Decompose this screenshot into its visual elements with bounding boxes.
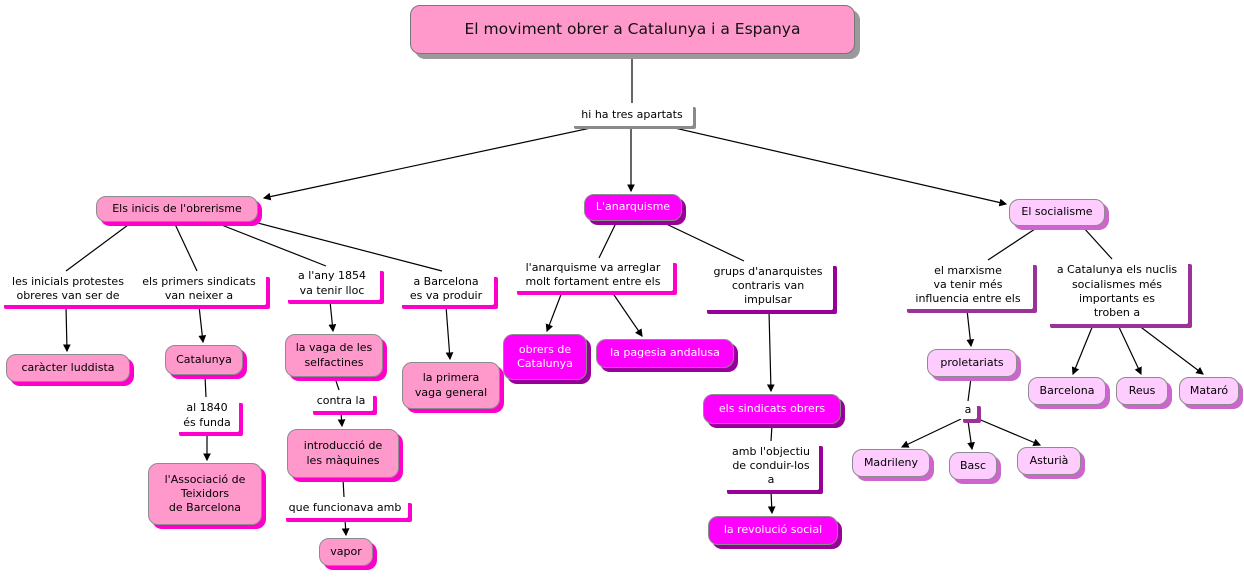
node-sindicats-obrers[interactable]: els sindicats obrers [703, 394, 841, 424]
node-vaga-selfactines[interactable]: la vaga de les selfactines [285, 334, 383, 377]
link [62, 305, 71, 353]
connector-objectiu[interactable]: amb l'objectiu de conduir-los a [723, 442, 819, 490]
node-caracter-luddista[interactable]: caràcter luddista [6, 354, 130, 382]
link [198, 305, 207, 344]
link [611, 291, 643, 337]
link [1117, 324, 1142, 376]
node-mataro[interactable]: Mataró [1179, 377, 1239, 405]
node-inicis-obrerisme[interactable]: Els inicis de l'obrerisme [96, 196, 258, 222]
node-vapor[interactable]: vapor [319, 538, 373, 566]
connector-contra-la[interactable]: contra la [309, 392, 373, 411]
link [328, 300, 337, 333]
link [770, 424, 773, 442]
link [1137, 324, 1204, 375]
node-socialisme[interactable]: El socialisme [1009, 199, 1105, 226]
map-title-node[interactable]: El moviment obrer a Catalunya i a Espany… [410, 5, 855, 54]
link [334, 377, 340, 391]
link [204, 375, 207, 398]
link [337, 411, 346, 428]
link [659, 220, 745, 262]
node-obrers-catalunya[interactable]: obrers de Catalunya [503, 334, 587, 380]
link [213, 221, 327, 267]
links-root [262, 54, 1008, 207]
connector-al-1840[interactable]: al 1840 és funda [175, 399, 239, 432]
node-madrileny[interactable]: Madrileny [852, 449, 930, 477]
link [1071, 324, 1094, 376]
connector-primers-sindicats[interactable]: els primers sindicats van neixer a [132, 273, 266, 305]
link [341, 518, 350, 537]
link [249, 220, 443, 272]
connector-nuclis-catalunya[interactable]: a Catalunya els nuclis socialismes més i… [1046, 260, 1188, 324]
node-basc[interactable]: Basc [949, 452, 997, 480]
link [598, 220, 618, 259]
connector-arrelar[interactable]: l'anarquisme va arreglar molt fortament … [513, 259, 673, 291]
connector-grups-anarquistes[interactable]: grups d'anarquistes contraris van impuls… [703, 262, 833, 310]
node-primera-vaga-general[interactable]: la primera vaga general [402, 362, 500, 409]
connector-a-barcelona[interactable]: a Barcelona es va produir [398, 273, 494, 305]
connector-tres-apartats[interactable]: hi ha tres apartats [571, 104, 693, 126]
connector-marxisme[interactable]: el marxisme va tenir més influencia entr… [903, 261, 1033, 309]
link [767, 490, 776, 515]
link [967, 377, 972, 402]
link [445, 305, 454, 361]
link [65, 221, 133, 272]
node-proletariats[interactable]: proletariats [927, 349, 1017, 377]
node-reus[interactable]: Reus [1116, 377, 1168, 405]
node-associacio-teixidors[interactable]: l'Associació de Teixidors de Barcelona [148, 463, 262, 525]
link [967, 420, 975, 451]
node-pagesia-andalusa[interactable]: la pagesia andalusa [596, 339, 734, 368]
connector-any-1854[interactable]: a l'any 1854 va tenir lloc [284, 267, 380, 300]
link-to-obrerisme [262, 125, 601, 201]
link [1082, 226, 1113, 260]
node-asturia[interactable]: Asturià [1017, 447, 1081, 475]
link [342, 478, 345, 498]
connector-a[interactable]: a [959, 402, 977, 419]
link [766, 310, 775, 393]
link [975, 417, 1042, 447]
connector-funcionava-amb[interactable]: que funcionava amb [282, 499, 408, 518]
node-catalunya[interactable]: Catalunya [165, 345, 243, 375]
link [173, 221, 198, 272]
node-revolucio-social[interactable]: la revolució social [708, 516, 838, 545]
link [966, 309, 975, 348]
link-to-socialisme [665, 125, 1008, 207]
link [900, 418, 962, 448]
link [987, 226, 1039, 261]
node-barcelona[interactable]: Barcelona [1028, 377, 1106, 405]
node-anarquisme[interactable]: L'anarquisme [584, 194, 682, 221]
connector-protestes[interactable]: les inicials protestes obreres van ser d… [0, 273, 136, 305]
link [545, 291, 563, 333]
node-introduccio-maquines[interactable]: introducció de les màquines [287, 429, 399, 478]
